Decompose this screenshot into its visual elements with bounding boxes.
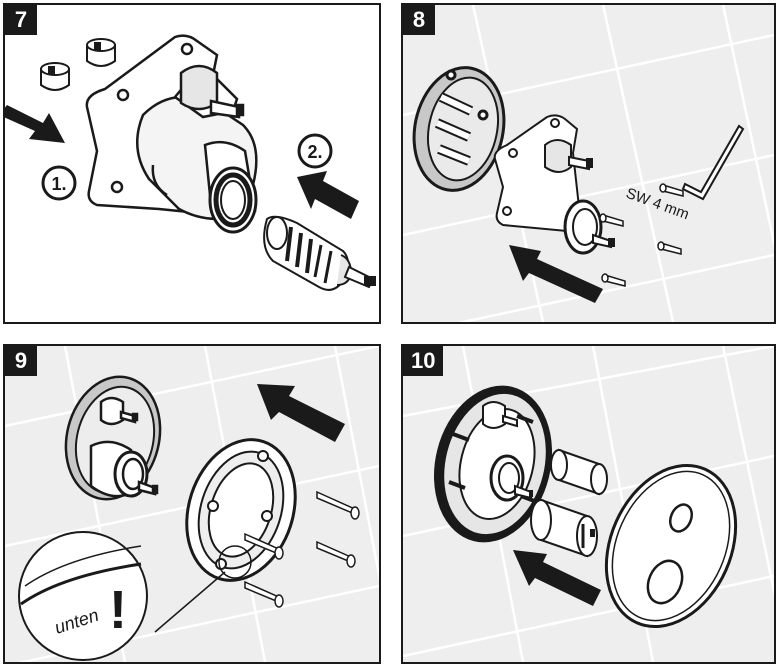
installation-frame [412,66,506,192]
arrow-push [513,550,601,606]
arrow-push [509,245,603,303]
escutcheon-frame [185,438,297,582]
arrow-step-1 [5,105,65,143]
valve-outlet-ring [208,166,258,234]
valve-body [493,114,615,255]
cover-plate [604,463,738,629]
mounting-screws [599,183,684,287]
arrow-push [257,384,345,442]
step-8-illustration: SW 4 mm [403,5,774,322]
step-8-panel: SW 4 mm 8 [401,3,776,324]
step-7-panel: 1. 2. [3,3,381,324]
mounting-screws [244,490,360,608]
warning-mark: ! [109,580,127,640]
step-number-badge: 10 [403,346,444,376]
step-10-illustration [403,346,774,662]
step-7-illustration: 1. 2. [5,34,376,291]
step-number-badge: 7 [5,5,37,35]
step-two-label: 2. [307,142,322,162]
installed-escutcheon [433,385,553,543]
step-one-label: 1. [51,174,66,194]
step-number-badge: 8 [403,5,435,35]
step-two-marker: 2. [297,133,333,169]
step-number-badge: 9 [5,346,37,376]
step-one-marker: 1. [41,165,77,201]
arrow-step-2 [297,171,359,219]
step-10-panel: 10 [401,344,776,664]
handle-sleeves [530,448,608,558]
thermostatic-cartridge [263,215,376,291]
step-9-panel: unten ! 9 [3,344,381,664]
mounted-valve [64,375,162,501]
step-9-illustration: unten ! [5,346,379,662]
cartridge-sleeve-small [40,38,116,91]
detail-callout: unten ! [18,531,252,661]
hex-key-icon [681,124,745,201]
